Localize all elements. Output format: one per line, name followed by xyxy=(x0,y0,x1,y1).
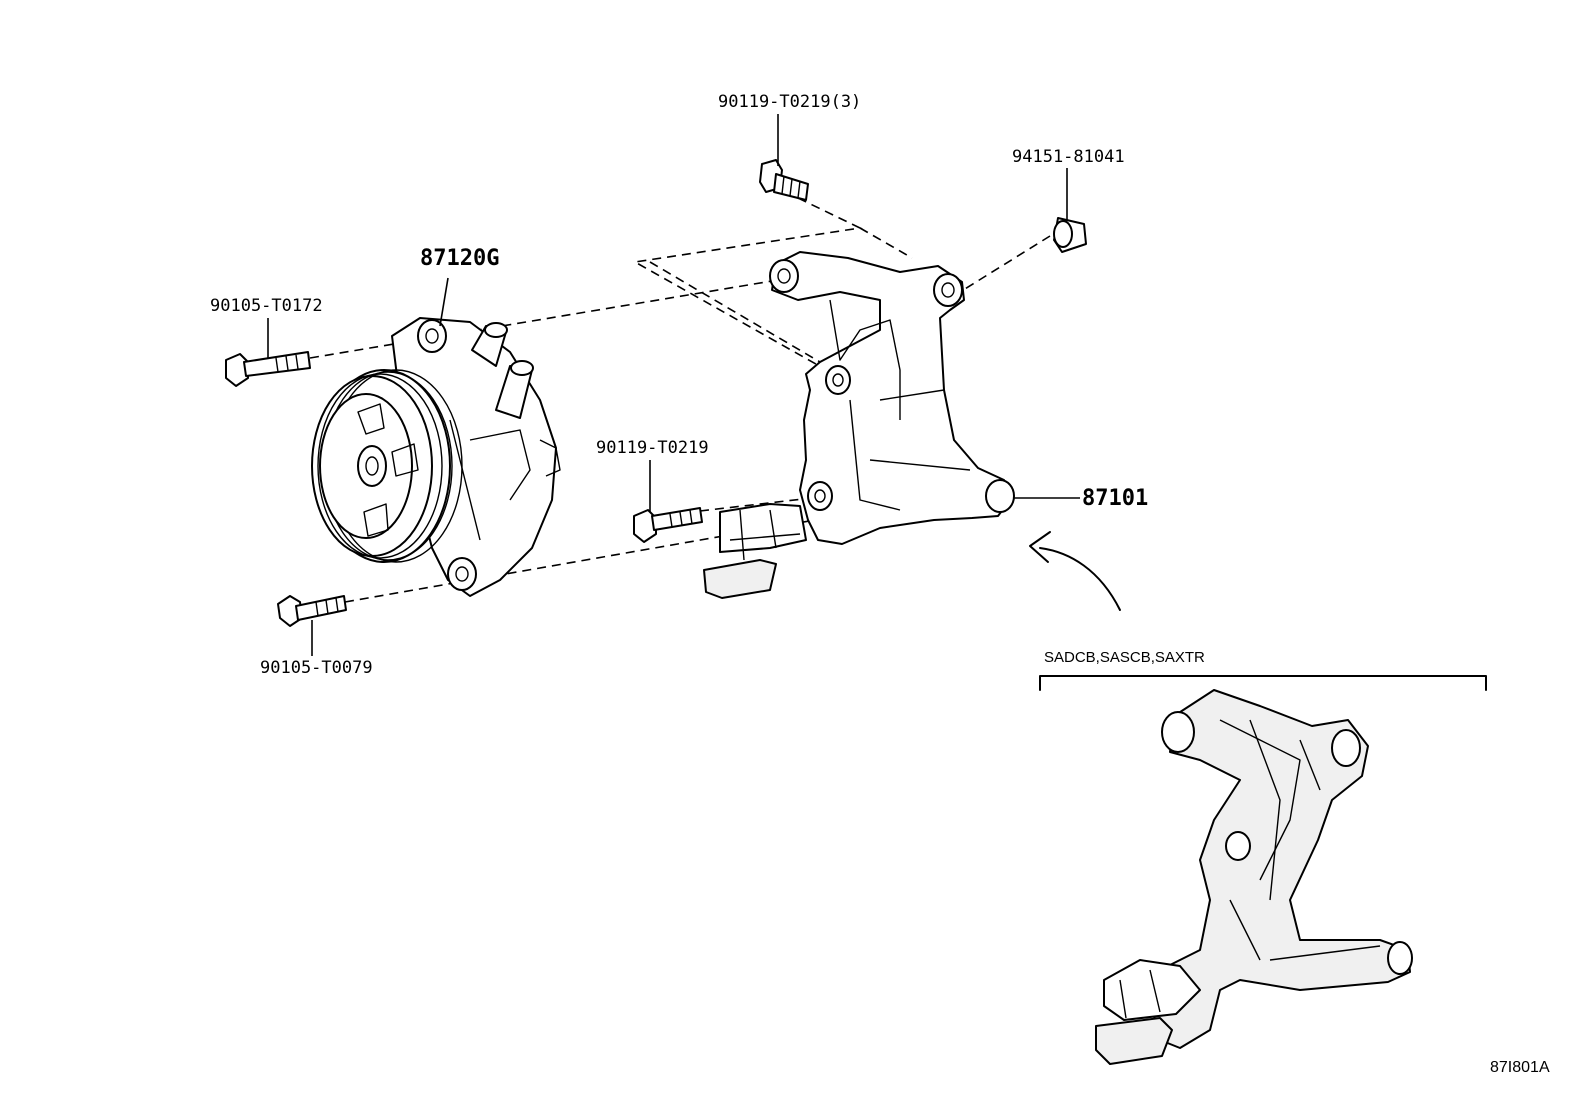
part-label-87101: 87101 xyxy=(1082,486,1149,511)
bolt-icon xyxy=(759,159,809,201)
part-label-90105-T0172: 90105-T0172 xyxy=(210,296,323,316)
bracket-icon xyxy=(1095,689,1413,1065)
assembly-dashed-lines xyxy=(309,197,1051,603)
part-label-90105-T0079: 90105-T0079 xyxy=(260,658,373,678)
variant-bracket-bar xyxy=(1039,675,1487,691)
bolt-icon xyxy=(225,351,311,387)
bracket-icon xyxy=(703,251,1015,599)
variant-codes-label: SADCB,SASCB,SAXTR xyxy=(1044,649,1205,666)
washer-icon xyxy=(1053,217,1087,253)
part-label-87120G: 87120G xyxy=(420,246,500,271)
arrow-icon xyxy=(1029,531,1121,611)
bolt-icon xyxy=(277,595,347,627)
vacuum-pump-icon xyxy=(311,317,561,597)
figure-id: 87I801A xyxy=(1490,1059,1550,1076)
part-label-90119-T0219: 90119-T0219 xyxy=(596,438,709,458)
leader-lines xyxy=(267,114,1080,656)
part-label-90119-T0219-x3: 90119-T0219(3) xyxy=(718,92,862,112)
part-label-94151-81041: 94151-81041 xyxy=(1012,147,1125,167)
bolt-icon xyxy=(633,507,703,543)
